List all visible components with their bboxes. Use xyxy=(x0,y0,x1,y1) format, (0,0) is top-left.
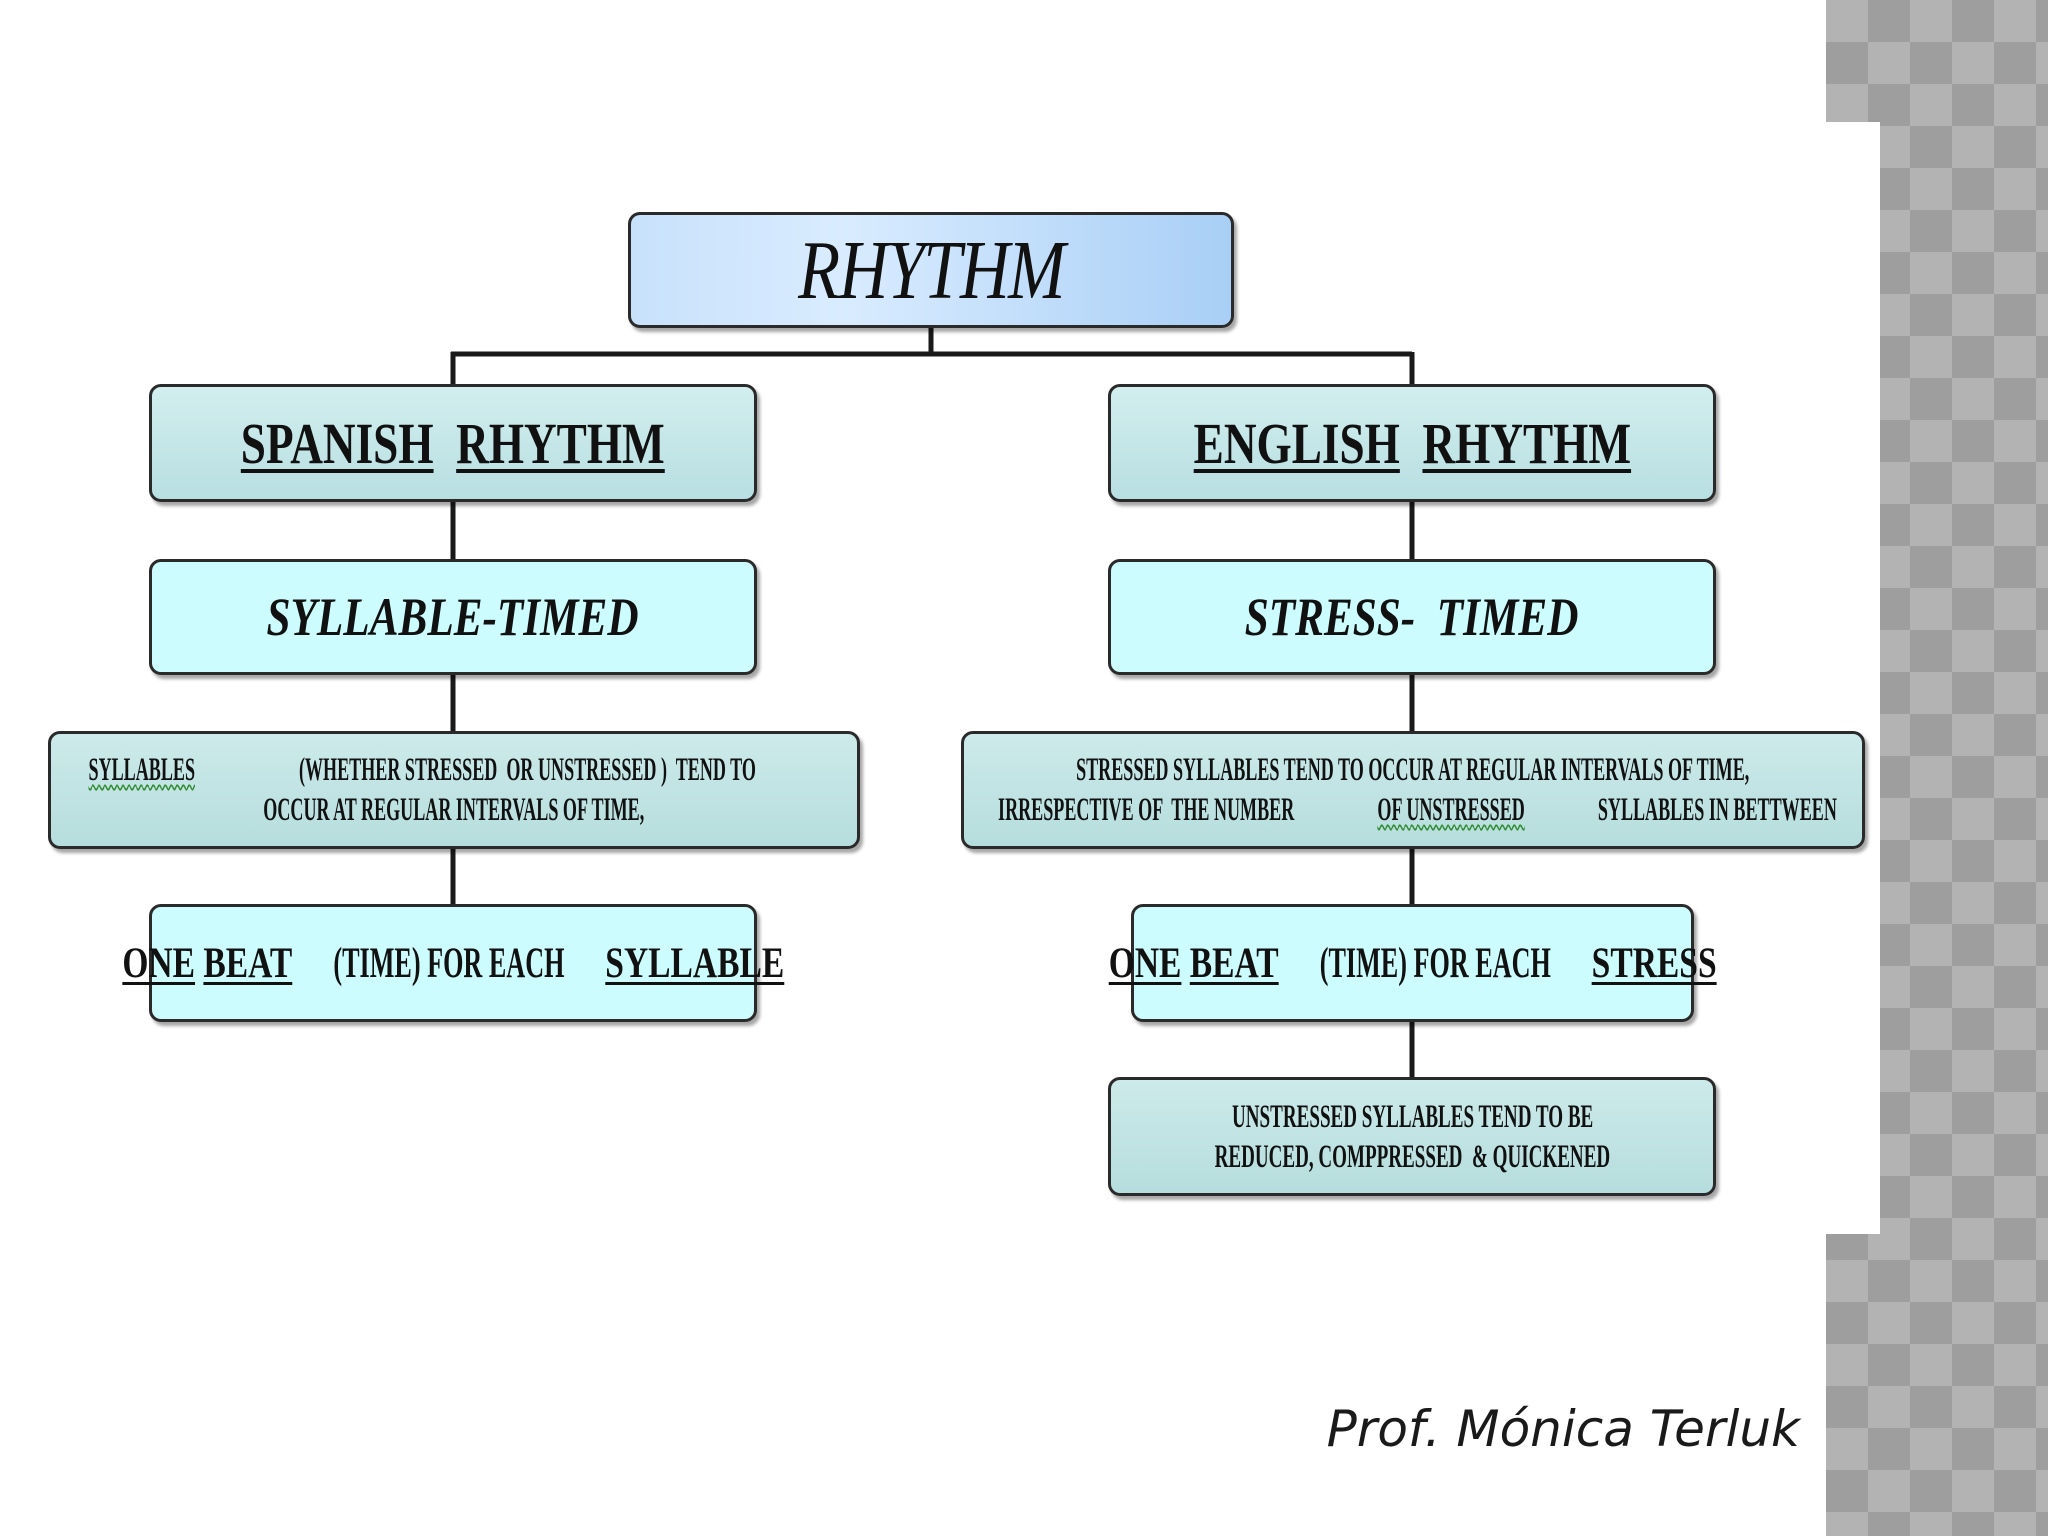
spanish-description-node: SYLLABLES (WHETHER STRESSED OR UNSTRESSE… xyxy=(48,731,860,849)
rhythm-root-node: RHYTHM xyxy=(628,212,1234,328)
english-rhythm-heading: ENGLISH RHYTHM xyxy=(1193,410,1631,476)
english-rhythm-node: ENGLISH RHYTHM xyxy=(1108,384,1716,502)
spanish-rhythm-heading: SPANISH RHYTHM xyxy=(241,410,665,476)
spanish-rhythm-node: SPANISH RHYTHM xyxy=(149,384,757,502)
stress-timed-label: STRESS- TIMED xyxy=(1245,587,1579,647)
syllable-timed-node: SYLLABLE-TIMED xyxy=(149,559,757,675)
stress-timed-node: STRESS- TIMED xyxy=(1108,559,1716,675)
rhythm-root-label: RHYTHM xyxy=(798,223,1065,317)
spanish-description-text: SYLLABLES (WHETHER STRESSED OR UNSTRESSE… xyxy=(88,752,757,828)
english-description-text: STRESSED SYLLABLES TEND TO OCCUR AT REGU… xyxy=(998,752,1838,828)
spanish-beat-node: ONE BEAT (TIME) FOR EACH SYLLABLE xyxy=(122,904,784,1022)
spanish-beat-text: ONE BEAT (TIME) FOR EACH SYLLABLE xyxy=(122,939,784,987)
english-description-node: STRESSED SYLLABLES TEND TO OCCUR AT REGU… xyxy=(961,731,1865,849)
syllable-timed-label: SYLLABLE-TIMED xyxy=(266,587,640,647)
english-beat-node: ONE BEAT (TIME) FOR EACH STRESS xyxy=(1109,904,1716,1022)
slide-edge-panel xyxy=(1826,122,1880,1234)
english-beat-text: ONE BEAT (TIME) FOR EACH STRESS xyxy=(1108,939,1717,987)
author-credit: Prof. Mónica Terluk xyxy=(1326,1400,1800,1458)
